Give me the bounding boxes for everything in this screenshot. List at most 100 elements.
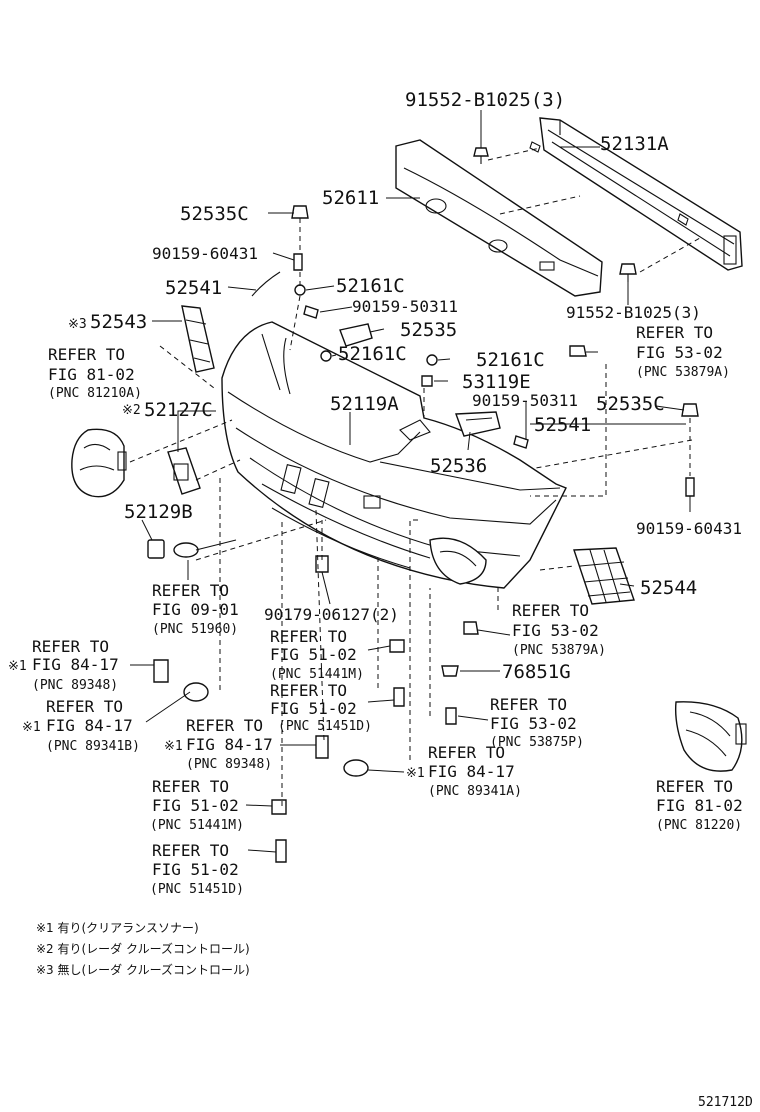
label-90179-06127: 90179-06127(2) xyxy=(264,605,399,624)
label-52535: 52535 xyxy=(400,319,457,341)
label-52541-top: 52541 xyxy=(165,277,222,299)
ref-fig53-02-a: REFER TO FIG 53-02 (PNC 53879A) xyxy=(636,323,730,380)
svg-text:(PNC 53879A): (PNC 53879A) xyxy=(636,365,730,380)
fog-lamp-left xyxy=(71,428,127,498)
marker-1-a: ※1 xyxy=(8,659,27,674)
label-52129B: 52129B xyxy=(124,501,193,523)
retainer-52543 xyxy=(181,305,215,373)
svg-text:REFER TO: REFER TO xyxy=(270,627,347,646)
svg-text:FIG 53-02: FIG 53-02 xyxy=(636,343,723,362)
ref-fig09-01: REFER TO FIG 09-01 (PNC 51960) xyxy=(152,581,239,637)
ref-fig81-02-a: REFER TO FIG 81-02 (PNC 81210A) xyxy=(48,345,142,401)
fog-lamp-right xyxy=(674,701,747,772)
dashed-reference-lines xyxy=(129,147,701,806)
note-2: ※2 有り(レーダ クルーズコントロール) xyxy=(36,941,250,956)
ref-fig81-02-b: REFER TO FIG 81-02 (PNC 81220) xyxy=(656,777,743,833)
reference-blocks: REFER TO FIG 53-02 (PNC 53879A) REFER TO… xyxy=(8,323,743,897)
svg-text:REFER TO: REFER TO xyxy=(46,697,123,716)
svg-text:FIG 84-17: FIG 84-17 xyxy=(186,735,273,754)
marker-1-c: ※1 xyxy=(164,739,183,754)
part-labels: 91552-B1025(3) 52131A 52611 52535C 90159… xyxy=(68,89,742,683)
svg-text:REFER TO: REFER TO xyxy=(152,841,229,860)
svg-text:FIG 84-17: FIG 84-17 xyxy=(32,655,119,674)
svg-text:(PNC 89348): (PNC 89348) xyxy=(186,757,272,772)
svg-text:REFER TO: REFER TO xyxy=(152,777,229,796)
label-52127C: 52127C xyxy=(144,399,213,421)
label-52543: 52543 xyxy=(90,311,147,333)
svg-text:FIG 81-02: FIG 81-02 xyxy=(656,796,743,815)
label-90159-60431-top: 90159-60431 xyxy=(152,244,258,263)
marker-1-d: ※1 xyxy=(406,766,425,781)
svg-text:(PNC 89341A): (PNC 89341A) xyxy=(428,784,522,799)
svg-text:FIG 84-17: FIG 84-17 xyxy=(428,762,515,781)
label-52161C-a: 52161C xyxy=(336,275,405,297)
label-52535C-top: 52535C xyxy=(180,203,249,225)
label-52535C-right: 52535C xyxy=(596,393,665,415)
svg-text:FIG 51-02: FIG 51-02 xyxy=(152,796,239,815)
footnotes: ※1 有り(クリアランスソナー) ※2 有り(レーダ クルーズコントロール) ※… xyxy=(36,921,250,977)
svg-text:REFER TO: REFER TO xyxy=(152,581,229,600)
svg-text:REFER TO: REFER TO xyxy=(270,681,347,700)
leader-lines xyxy=(130,110,691,853)
label-90159-50311-a: 90159-50311 xyxy=(352,297,458,316)
label-52544: 52544 xyxy=(640,577,697,599)
ref-fig84-17-c: REFER TO ※1 FIG 84-17 (PNC 89348) xyxy=(164,716,273,772)
ref-fig51-02-b: REFER TO FIG 51-02 (PNC 51451D) xyxy=(270,681,372,734)
svg-text:(PNC 89341B): (PNC 89341B) xyxy=(46,739,140,754)
bracket-52536 xyxy=(455,411,501,437)
label-52131A: 52131A xyxy=(600,133,669,155)
svg-text:(PNC 51960): (PNC 51960) xyxy=(152,622,238,637)
label-91552-top: 91552-B1025(3) xyxy=(405,89,565,111)
svg-text:(PNC 51451D): (PNC 51451D) xyxy=(278,719,372,734)
note-3: ※3 無し(レーダ クルーズコントロール) xyxy=(36,962,250,977)
bracket-52127C xyxy=(167,447,201,495)
garnish-52544 xyxy=(573,547,635,605)
diagram-id: 521712D xyxy=(698,1095,753,1110)
svg-text:FIG 51-02: FIG 51-02 xyxy=(270,699,357,718)
label-53119E: 53119E xyxy=(462,371,531,393)
svg-text:FIG 09-01: FIG 09-01 xyxy=(152,600,239,619)
svg-text:REFER TO: REFER TO xyxy=(636,323,713,342)
svg-text:(PNC 53879A): (PNC 53879A) xyxy=(512,643,606,658)
bumper-cover xyxy=(221,321,567,589)
bumper-reinforcement xyxy=(529,117,743,271)
cap-52129B xyxy=(147,539,165,559)
marker-3: ※3 xyxy=(68,317,87,332)
svg-text:REFER TO: REFER TO xyxy=(490,695,567,714)
label-91552-bot: 91552-B1025(3) xyxy=(566,303,701,322)
marker-2: ※2 xyxy=(122,403,141,418)
svg-text:FIG 53-02: FIG 53-02 xyxy=(512,621,599,640)
fasteners xyxy=(153,147,699,863)
marker-1-b: ※1 xyxy=(22,720,41,735)
svg-text:FIG 81-02: FIG 81-02 xyxy=(48,365,135,384)
svg-text:(PNC 81210A): (PNC 81210A) xyxy=(48,386,142,401)
ref-fig53-02-b: REFER TO FIG 53-02 (PNC 53879A) xyxy=(512,601,606,658)
svg-text:(PNC 51451D): (PNC 51451D) xyxy=(150,882,244,897)
ref-fig51-02-c: REFER TO FIG 51-02 (PNC 51441M) xyxy=(150,777,244,833)
svg-text:(PNC 53875P): (PNC 53875P) xyxy=(490,735,584,750)
svg-text:(PNC 51441M): (PNC 51441M) xyxy=(150,818,244,833)
ref-fig84-17-a: REFER TO ※1 FIG 84-17 (PNC 89348) xyxy=(8,637,119,693)
svg-text:REFER TO: REFER TO xyxy=(186,716,263,735)
svg-text:FIG 51-02: FIG 51-02 xyxy=(270,645,357,664)
bracket-52535 xyxy=(339,323,373,347)
svg-text:REFER TO: REFER TO xyxy=(656,777,733,796)
ref-fig51-02-a: REFER TO FIG 51-02 (PNC 51441M) xyxy=(270,627,364,682)
label-52161C-b: 52161C xyxy=(338,343,407,365)
svg-text:FIG 51-02: FIG 51-02 xyxy=(152,860,239,879)
label-52541-right: 52541 xyxy=(534,414,591,436)
label-52611: 52611 xyxy=(322,187,379,209)
ref-fig53-02-c: REFER TO FIG 53-02 (PNC 53875P) xyxy=(490,695,584,750)
svg-text:REFER TO: REFER TO xyxy=(512,601,589,620)
energy-absorber xyxy=(395,139,603,297)
svg-text:(PNC 81220): (PNC 81220) xyxy=(656,818,742,833)
label-76851G: 76851G xyxy=(502,661,571,683)
label-90159-50311-b: 90159-50311 xyxy=(472,391,578,410)
note-1: ※1 有り(クリアランスソナー) xyxy=(36,921,199,935)
svg-text:(PNC 89348): (PNC 89348) xyxy=(32,678,118,693)
label-52119A: 52119A xyxy=(330,393,399,415)
label-52536: 52536 xyxy=(430,455,487,477)
ref-fig51-02-d: REFER TO FIG 51-02 (PNC 51451D) xyxy=(150,841,244,897)
ref-fig84-17-d: REFER TO ※1 FIG 84-17 (PNC 89341A) xyxy=(406,743,522,799)
label-90159-60431-right: 90159-60431 xyxy=(636,519,742,538)
